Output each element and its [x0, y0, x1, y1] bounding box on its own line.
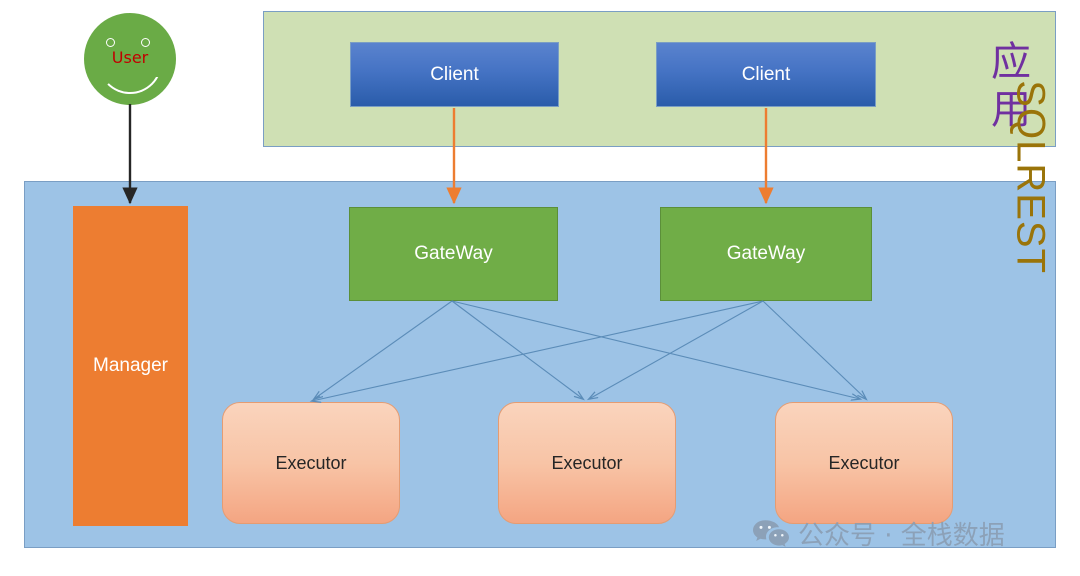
gateway-node-2-label: GateWay [726, 243, 806, 264]
manager-node-label: Manager [93, 355, 168, 376]
user-smile-icon [98, 62, 162, 94]
client-node-2-label: Client [741, 63, 791, 85]
user-eye-left-icon [106, 38, 115, 47]
gateway-node-2[interactable]: GateWay [660, 207, 872, 301]
user-actor-label: User [111, 48, 149, 67]
application-layer-label-char-2: 用 [991, 87, 1031, 133]
executor-node-2-label: Executor [551, 452, 623, 473]
executor-node-3-label: Executor [828, 452, 900, 473]
executor-node-1-label: Executor [275, 452, 347, 473]
client-node-2[interactable]: Client [656, 42, 876, 107]
application-layer-label: 应 用 [985, 38, 1037, 134]
user-eye-right-icon [141, 38, 150, 47]
gateway-node-1[interactable]: GateWay [349, 207, 558, 301]
sqlrest-layer-label: SQLREST [1009, 80, 1053, 274]
executor-node-3[interactable]: Executor [775, 402, 953, 524]
executor-node-1[interactable]: Executor [222, 402, 400, 524]
application-layer-label-char-1: 应 [991, 39, 1031, 85]
executor-node-2[interactable]: Executor [498, 402, 676, 524]
client-node-1[interactable]: Client [350, 42, 559, 107]
user-actor[interactable]: User [84, 13, 176, 105]
manager-node[interactable]: Manager [73, 206, 188, 526]
gateway-node-1-label: GateWay [414, 243, 493, 264]
client-node-1-label: Client [430, 63, 479, 85]
